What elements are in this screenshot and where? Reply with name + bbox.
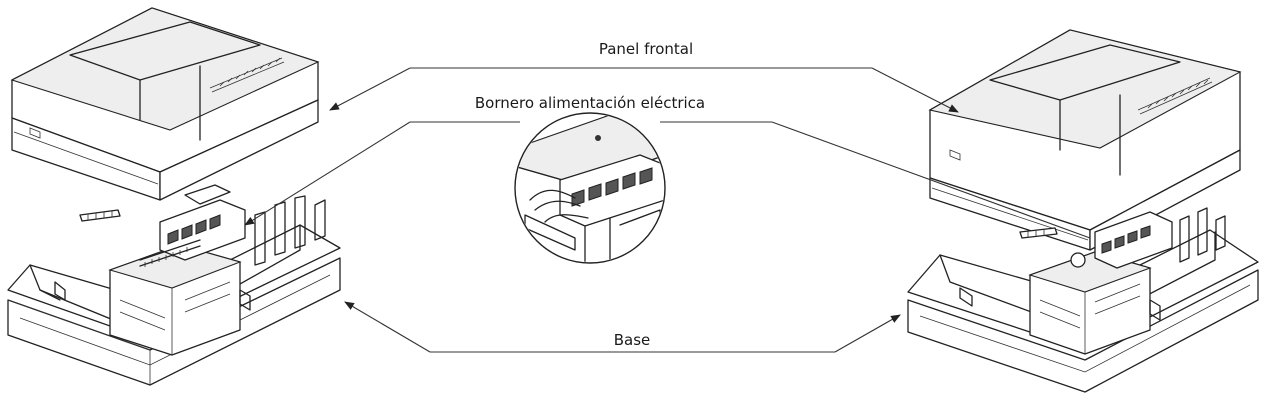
- left-base: [7, 184, 341, 386]
- left-assembly: [7, 7, 341, 386]
- right-assembly: [907, 29, 1259, 393]
- terminal-block-detail: [514, 112, 666, 264]
- label-front-panel: Panel frontal: [599, 40, 693, 58]
- leader-terminal-block: [244, 121, 1091, 239]
- leader-base: [344, 301, 901, 353]
- right-cover-vents: [1137, 77, 1213, 115]
- left-front-panel: [10, 7, 320, 201]
- right-base: [907, 207, 1259, 393]
- right-front-panel: [928, 29, 1242, 251]
- left-terminal-block: [159, 184, 246, 261]
- left-cover-vents: [209, 57, 285, 93]
- leader-front-panel: [329, 67, 959, 113]
- label-base: Base: [614, 331, 651, 349]
- label-terminal-block: Bornero alimentación eléctrica: [475, 94, 705, 112]
- right-terminal-block: [1094, 211, 1173, 269]
